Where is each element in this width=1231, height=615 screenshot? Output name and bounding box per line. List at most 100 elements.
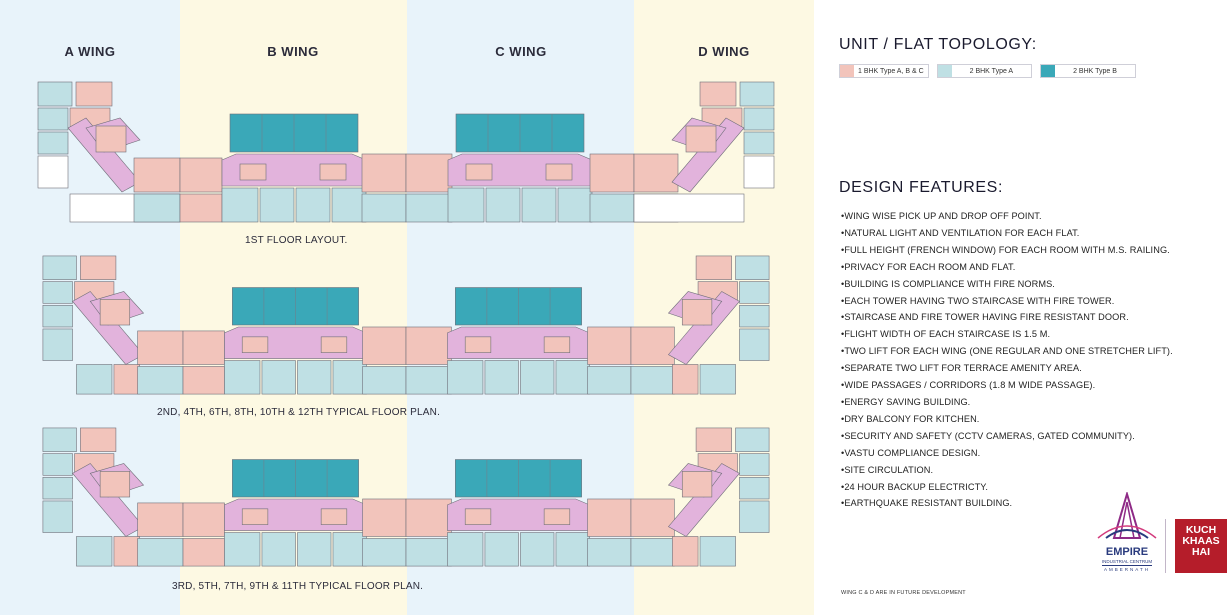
flat-unit [224,360,261,395]
flat-unit [405,193,453,223]
legend-swatch-2bhk-b [1041,65,1056,77]
flat-unit [133,193,181,223]
floor-caption-3: 3RD, 5TH, 7TH, 9TH & 11TH TYPICAL FLOOR … [172,581,424,592]
design-feature-item: •24 HOUR BACKUP ELECTRICTY. [841,481,989,492]
flat-unit [405,366,452,395]
flat-unit [520,360,555,395]
flat-unit [447,187,485,223]
flat-unit [521,187,557,223]
design-feature-item: •SITE CIRCULATION. [841,464,934,475]
empire-name: EMPIRE [1105,546,1149,558]
legend-item-2bhk-b: 2 BHK Type B [1040,64,1136,78]
flat-unit [699,536,736,567]
flat-unit [331,187,367,223]
flat-unit [405,153,453,193]
stair-block [241,336,269,353]
flat-unit [37,107,69,131]
flat-unit [295,187,331,223]
stair-block [99,299,131,326]
flat-unit [630,498,675,537]
flat-unit [113,536,140,567]
flat-unit [739,281,770,304]
flat-unit [37,131,69,155]
design-feature-item: •TWO LIFT FOR EACH WING (ONE REGULAR AND… [841,346,1173,357]
flat-unit [42,304,73,328]
flat-unit [332,360,367,395]
wing-label-c: C WING [495,44,547,59]
stair-block [320,508,348,525]
flat-unit [362,538,407,567]
floor-caption-1: 1ST FLOOR LAYOUT. [245,235,348,246]
topology-heading: UNIT / FLAT TOPOLOGY: [839,36,1037,53]
flat-unit [739,500,770,533]
stair-block [239,163,267,181]
design-feature-item: •EACH TOWER HAVING TWO STAIRCASE WITH FI… [841,295,1115,306]
stair-block [465,163,493,181]
flat-unit [42,427,77,452]
legend-item-1bhk: 1 BHK Type A, B & C [839,64,929,78]
legend-swatch-2bhk-a [937,65,952,77]
design-feature-item: •DRY BALCONY FOR KITCHEN. [841,413,980,424]
legend-label-1bhk: 1 BHK Type A, B & C [858,67,924,75]
design-feature-item: •STAIRCASE AND FIRE TOWER HAVING FIRE RE… [841,312,1129,323]
wing-label-a: A WING [64,44,116,59]
flat-unit [699,364,736,395]
design-feature-item: •FLIGHT WIDTH OF EACH STAIRCASE IS 1.5 M… [841,329,1051,340]
flat-unit [332,532,367,567]
design-heading: DESIGN FEATURES: [839,179,1003,196]
flat-unit [739,81,775,107]
flat-unit [557,187,593,223]
flat-unit [485,187,521,223]
flat-unit [137,330,184,365]
flat-unit [699,81,737,107]
stair-block [685,125,717,153]
flat-unit [76,364,113,395]
stair-block [543,508,571,525]
flat-unit [42,500,73,533]
flat-unit [743,131,775,155]
flat-unit [361,193,407,223]
floor-plan-1 [37,81,775,223]
flat-unit [42,476,73,500]
flat-unit [137,538,184,567]
design-feature-item: •SECURITY AND SAFETY (CCTV CAMERAS, GATE… [841,430,1135,441]
flat-unit [42,255,77,280]
flat-unit [297,360,332,395]
topology-legend: 1 BHK Type A, B & C 2 BHK Type A 2 BHK T… [839,64,1136,78]
flat-unit [76,536,113,567]
stair-block [95,125,127,153]
floor-plan-2 [42,255,770,395]
flat-unit [630,538,675,567]
kk-line-3: HAI [1191,546,1211,558]
flat-unit [179,193,223,223]
flat-unit [743,107,775,131]
circulation-core [667,463,740,537]
flat-unit [42,453,73,476]
flat-unit [695,255,732,280]
flat-unit [672,364,699,395]
flat-unit [739,304,770,328]
floor-plan-3 [42,427,770,567]
flat-unit [589,153,635,193]
kk-line-1: KUCH [1185,524,1217,536]
stair-block [681,299,713,326]
flat-unit [361,153,407,193]
flat-unit [405,498,452,537]
flat-unit [182,502,225,537]
legend-label-2bhk-a: 2 BHK Type A [969,67,1014,75]
flat-unit [587,326,632,365]
flat-unit [484,360,519,395]
flat-unit [362,366,407,395]
info-panel: UNIT / FLAT TOPOLOGY: 1 BHK Type A, B & … [820,0,1231,615]
flat-unit [447,532,484,567]
flat-unit [75,81,113,107]
flat-unit [743,155,775,189]
design-feature-item: •FULL HEIGHT (FRENCH WINDOW) FOR EACH RO… [841,244,1170,255]
flat-unit [362,326,407,365]
stair-block [543,336,571,353]
flat-unit [735,427,770,452]
flat-unit [261,360,296,395]
flat-unit [259,187,295,223]
flat-unit [555,360,590,395]
flat-unit [37,81,73,107]
